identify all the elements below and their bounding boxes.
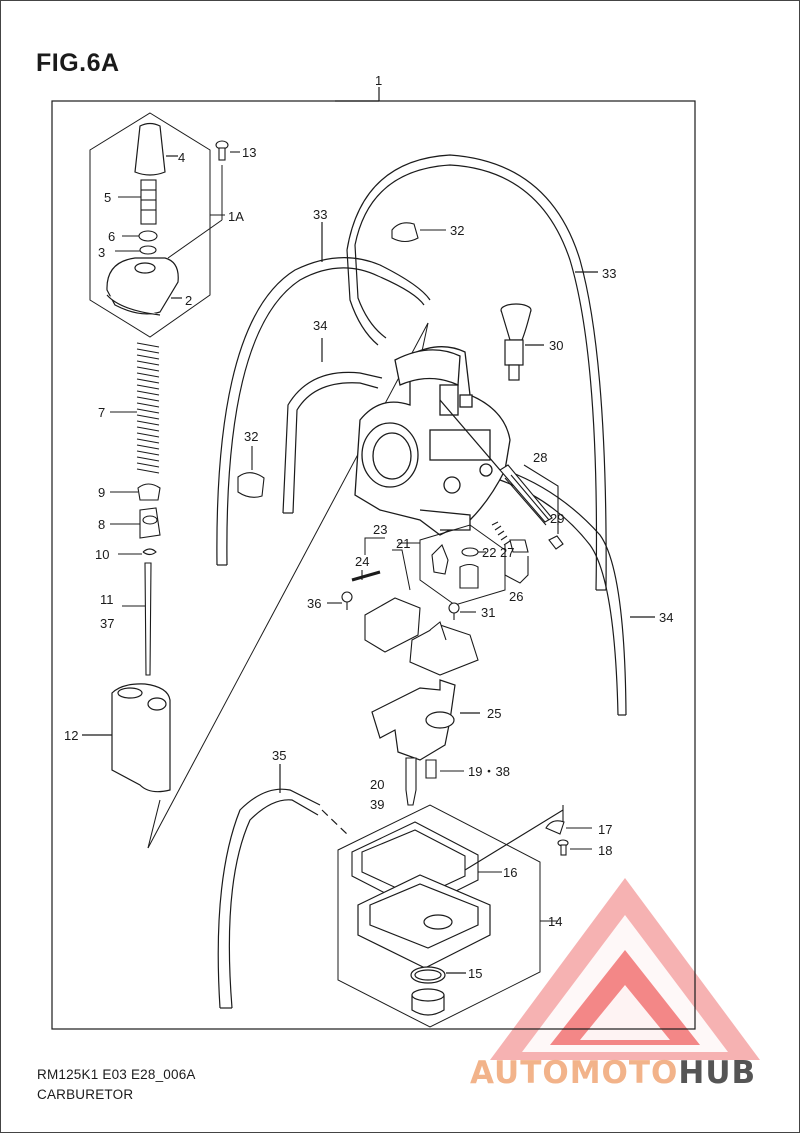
section-name: CARBURETOR: [37, 1087, 134, 1102]
callout-30: 30: [549, 338, 563, 353]
callout-23: 23: [373, 522, 387, 537]
air-screw-part-28: [499, 464, 564, 550]
callout-16: 16: [503, 865, 517, 880]
callout-26: 26: [509, 589, 523, 604]
callout-36: 36: [307, 596, 321, 611]
callout-7: 7: [98, 405, 105, 420]
screw-part-13: [215, 140, 240, 161]
vent-hose-part-34-left: [282, 338, 383, 514]
callout-8: 8: [98, 517, 105, 532]
callout-34-left: 34: [313, 318, 327, 333]
spring-seat-part-9: [110, 483, 161, 501]
svg-text:AUTOMOTOHUB: AUTOMOTOHUB: [470, 1055, 756, 1091]
callout-15: 15: [468, 966, 482, 981]
starter-plunger-part-30: [500, 303, 544, 381]
callout-22: 22: [482, 545, 496, 560]
callout-6: 6: [108, 229, 115, 244]
callout-25: 25: [487, 706, 501, 721]
callout-13: 13: [242, 145, 256, 160]
hose-clamp-part-32: [237, 222, 446, 498]
callout-27: 27: [500, 545, 514, 560]
top-cover-part-2: [106, 257, 182, 316]
float-chamber-group-14: [337, 804, 558, 1028]
needle-clip-part-10: [118, 548, 157, 556]
adjuster-part-5: [118, 179, 157, 225]
callout-2: 2: [185, 293, 192, 308]
callout-17: 17: [598, 822, 612, 837]
callout-35: 35: [272, 748, 286, 763]
callout-3: 3: [98, 245, 105, 260]
float-group-23: [364, 537, 411, 591]
figure-title: FIG.6A: [36, 49, 120, 77]
callout-5: 5: [104, 190, 111, 205]
vent-hose-part-34-right: [499, 469, 655, 716]
gasket-part-16: [351, 809, 564, 911]
overflow-hose-part-33-right: [346, 154, 607, 591]
callout-32-top: 32: [450, 223, 464, 238]
drain-plug-parts: [410, 966, 466, 1016]
callout-21: 21: [396, 536, 410, 551]
carb-cap-part-4: [134, 122, 178, 176]
needle-jet-parts: [431, 544, 486, 589]
callout-33-right: 33: [602, 266, 616, 281]
drain-hose-part-35: [217, 764, 349, 1009]
callout-29: 29: [550, 511, 564, 526]
jet-set-group-21: [398, 524, 506, 606]
baffle-part-25: [371, 679, 480, 761]
jet-parts-19-20: [405, 757, 464, 806]
callout-1: 1: [375, 73, 382, 88]
automotohub-watermark-text: AUTOMOTOHUB: [470, 1055, 756, 1091]
throttle-spring-part-7: [110, 342, 160, 474]
drawing-code: RM125K1 E03 E28_006A: [37, 1067, 196, 1082]
callout-37: 37: [100, 616, 114, 631]
callout-24: 24: [355, 554, 369, 569]
callout-19-38: 19・38: [468, 764, 510, 779]
callout-18: 18: [598, 843, 612, 858]
callout-11: 11: [100, 592, 114, 607]
callout-39: 39: [370, 797, 384, 812]
top-cap-assembly-group: [89, 112, 225, 338]
automotohub-watermark-logo: [490, 878, 760, 1060]
callout-10: 10: [95, 547, 109, 562]
callout-34-right: 34: [659, 610, 673, 625]
callout-28: 28: [533, 450, 547, 465]
carburetor-body-part-1: [354, 346, 511, 536]
callout-1a: 1A: [228, 209, 244, 224]
needle-holder-part-8: [110, 507, 161, 539]
callout-9: 9: [98, 485, 105, 500]
throttle-valve-part-12: [82, 683, 171, 793]
float-chamber-part-14: [357, 874, 491, 969]
screw-parts-17-18: [545, 805, 592, 856]
float-parts: [327, 570, 479, 676]
callout-14: 14: [548, 914, 562, 929]
callout-4: 4: [178, 150, 185, 165]
callout-31: 31: [481, 605, 495, 620]
callout-20: 20: [370, 777, 384, 792]
nut-washer-parts: [115, 230, 158, 255]
callout-12: 12: [64, 728, 78, 743]
callout-32-left: 32: [244, 429, 258, 444]
jet-needle-part-11: [122, 562, 152, 676]
overflow-hose-part-33-left: [216, 222, 431, 566]
callout-33-left: 33: [313, 207, 327, 222]
